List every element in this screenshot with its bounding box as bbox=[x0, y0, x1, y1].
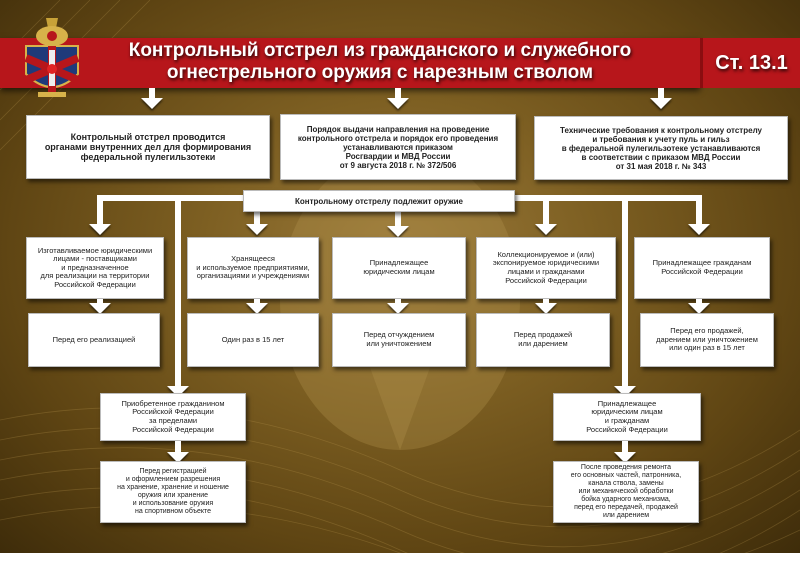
arrow-down-icon bbox=[387, 226, 409, 237]
title-line-1: Контрольный отстрел из гражданского и сл… bbox=[128, 40, 632, 61]
connector-line bbox=[543, 299, 549, 305]
info-box-order-343: Технические требования к контрольному от… bbox=[534, 116, 788, 180]
poster-background: Контрольный отстрел из гражданского и сл… bbox=[0, 0, 800, 553]
category-box-acquired-abroad: Приобретенное гражданином Российской Фед… bbox=[100, 393, 246, 441]
connector-line bbox=[622, 195, 628, 390]
category-box-legal-entities: Принадлежащее юридическим лицам bbox=[332, 237, 466, 299]
hub-box: Контрольному отстрелу подлежит оружие bbox=[243, 190, 515, 212]
title-banner bbox=[0, 38, 700, 88]
condition-box-legal-entities: Перед отчуждением или уничтожением bbox=[332, 313, 466, 367]
bottom-margin bbox=[0, 553, 800, 566]
connector-line bbox=[395, 88, 401, 100]
arrow-down-icon bbox=[387, 303, 409, 314]
arrow-down-icon bbox=[167, 386, 189, 397]
arrow-down-icon bbox=[688, 224, 710, 235]
condition-box-citizens: Перед его продажей, дарением или уничтож… bbox=[640, 313, 774, 367]
connector-line bbox=[175, 441, 181, 453]
arrow-down-icon bbox=[688, 303, 710, 314]
connector-line bbox=[543, 195, 549, 225]
connector-line bbox=[696, 299, 702, 305]
arrow-down-icon bbox=[246, 303, 268, 314]
condition-box-collections: Перед продажей или дарением bbox=[476, 313, 610, 367]
connector-line bbox=[175, 195, 181, 390]
arrow-down-icon bbox=[535, 303, 557, 314]
arrow-down-icon bbox=[614, 452, 636, 463]
connector-line bbox=[622, 441, 628, 453]
category-box-collections: Коллекционируемое и (или) экспонируемое … bbox=[476, 237, 616, 299]
arrow-down-icon bbox=[167, 452, 189, 463]
info-box-order-372-506: Порядок выдачи направления на проведение… bbox=[280, 114, 516, 180]
arrow-down-icon bbox=[89, 224, 111, 235]
arrow-down-icon bbox=[89, 303, 111, 314]
connector-line bbox=[696, 195, 702, 225]
connector-line bbox=[97, 299, 103, 305]
category-box-legal-and-citizens: Принадлежащее юридическим лицам и гражда… bbox=[553, 393, 701, 441]
connector-line bbox=[149, 88, 155, 100]
connector-line bbox=[395, 299, 401, 305]
connector-line bbox=[97, 195, 103, 225]
connector-line bbox=[658, 88, 664, 100]
condition-box-enterprises: Один раз в 15 лет bbox=[187, 313, 319, 367]
rosgvardia-emblem-icon bbox=[24, 18, 80, 97]
arrow-down-icon bbox=[614, 386, 636, 397]
condition-box-after-repair: После проведения ремонта его основных ча… bbox=[553, 461, 699, 523]
arrow-down-icon bbox=[650, 98, 672, 109]
condition-box-acquired-abroad: Перед регистрацией и оформлением разреше… bbox=[100, 461, 246, 523]
category-box-enterprises: Хранящееся и используемое предприятиями,… bbox=[187, 237, 319, 299]
article-badge: Ст. 13.1 bbox=[700, 38, 800, 88]
arrow-down-icon bbox=[387, 98, 409, 109]
connector-line bbox=[254, 299, 260, 305]
arrow-down-icon bbox=[535, 224, 557, 235]
info-box-ovd: Контрольный отстрел проводится органами … bbox=[26, 115, 270, 179]
arrow-down-icon bbox=[141, 98, 163, 109]
page-title: Контрольный отстрел из гражданского и сл… bbox=[60, 40, 700, 86]
category-box-citizens: Принадлежащее гражданам Российской Федер… bbox=[634, 237, 770, 299]
title-line-2: огнестрельного оружия с нарезным стволом bbox=[166, 62, 594, 83]
arrow-down-icon bbox=[246, 224, 268, 235]
category-box-manufacturers: Изготавливаемое юридическими лицами - по… bbox=[26, 237, 164, 299]
condition-box-manufacturers: Перед его реализацией bbox=[28, 313, 160, 367]
connector-line bbox=[395, 210, 401, 228]
